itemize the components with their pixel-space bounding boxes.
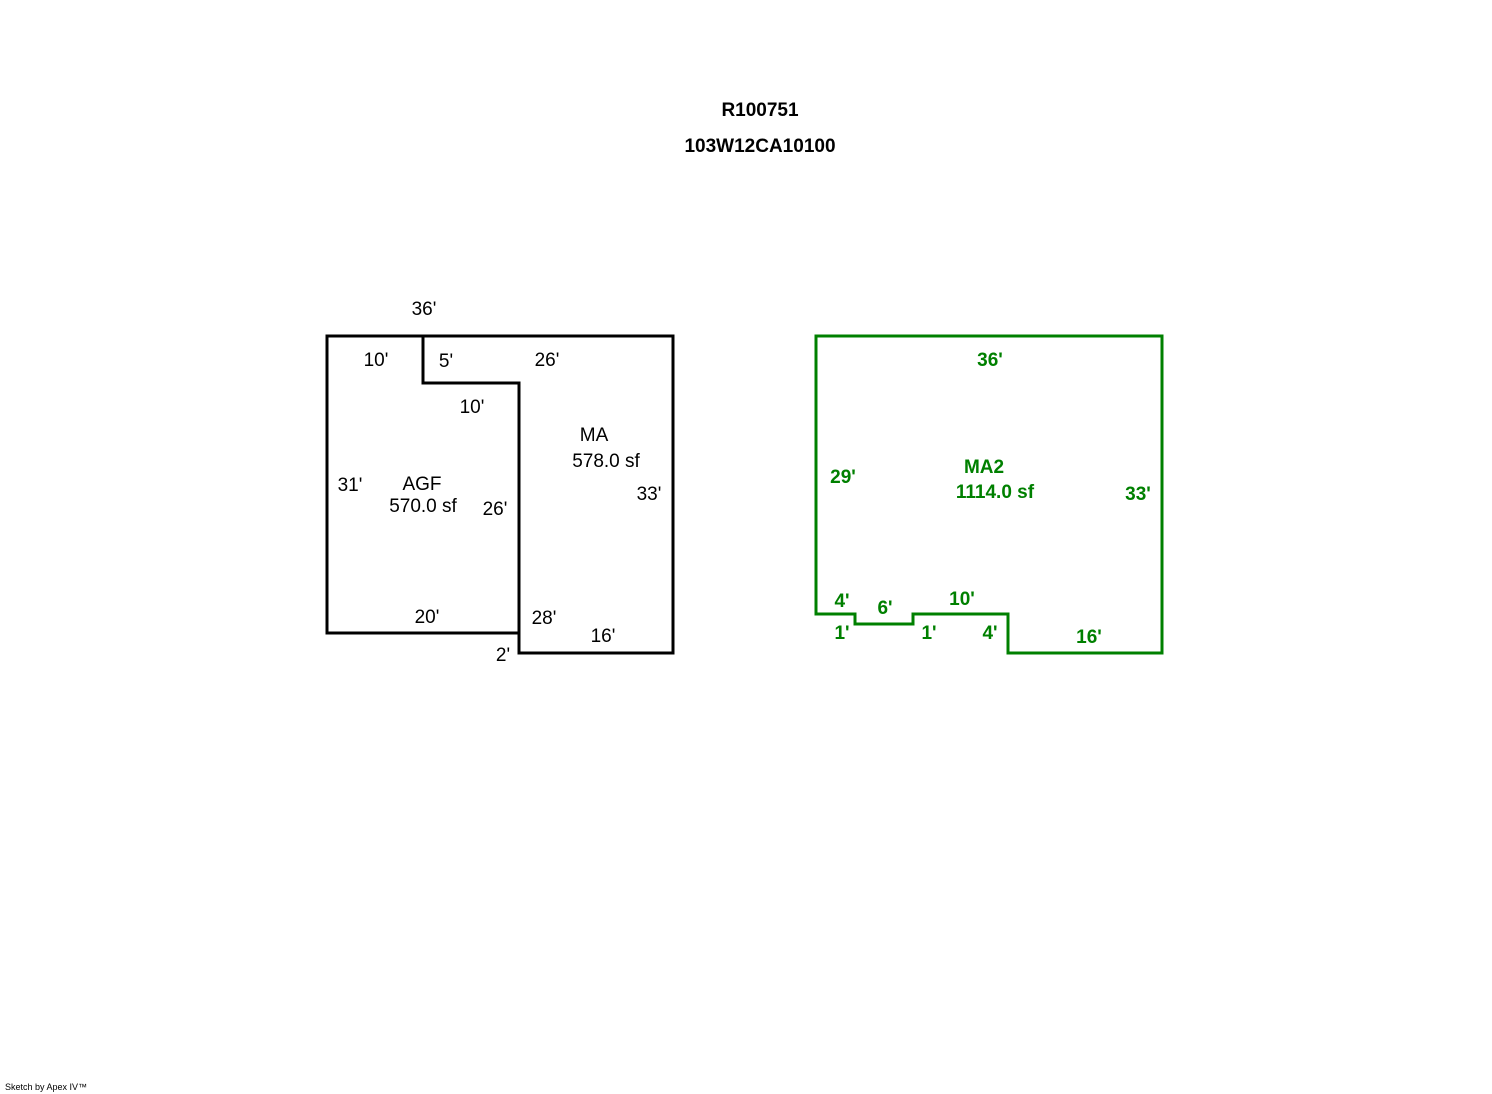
ma-area: 578.0 sf <box>572 451 640 472</box>
dim-ma2-top: 36' <box>977 350 1003 371</box>
map-tax-lot: 103W12CA10100 <box>684 136 836 157</box>
dim-agf-left: 31' <box>338 475 363 496</box>
ma-code: MA <box>580 425 609 446</box>
dim-ma2-seg-4b: 4' <box>982 623 997 644</box>
dim-agf-bottom: 20' <box>415 607 440 628</box>
dim-ma2-right: 33' <box>1125 484 1151 505</box>
software-credit: Sketch by Apex IV™ <box>5 1082 88 1092</box>
dim-notch-side: 5' <box>439 351 453 372</box>
agf-area: 570.0 sf <box>389 496 457 517</box>
ma2-code: MA2 <box>964 457 1004 478</box>
dim-ma2-seg-10: 10' <box>949 589 975 610</box>
ma2-area: 1114.0 sf <box>956 482 1035 503</box>
dim-ma-bottom: 16' <box>591 626 616 647</box>
dim-ma2-left: 29' <box>830 467 856 488</box>
dim-ma-top: 26' <box>535 350 560 371</box>
dim-ma-right: 33' <box>637 484 662 505</box>
dim-ma2-seg-16: 16' <box>1076 627 1102 648</box>
ma-outline <box>421 334 675 655</box>
dim-ma-left-lower: 28' <box>532 608 557 629</box>
dim-top-overall: 36' <box>412 299 437 320</box>
agf-code: AGF <box>402 474 441 495</box>
dim-step: 2' <box>496 645 510 666</box>
account-number: R100751 <box>721 100 799 121</box>
dim-ma2-seg-4a: 4' <box>834 591 849 612</box>
dim-agf-top: 10' <box>364 350 389 371</box>
left-sketch-labels: 36' 10' 5' 26' 10' MA 578.0 sf 31' AGF 5… <box>338 299 662 666</box>
dim-ma2-seg-1b: 1' <box>921 623 936 644</box>
ma2-outline <box>814 334 1164 655</box>
dim-notch-bottom: 10' <box>460 397 485 418</box>
dim-ma2-seg-6: 6' <box>877 598 892 619</box>
left-sketch <box>325 334 675 655</box>
dim-shared-wall: 26' <box>483 499 508 520</box>
dim-ma2-seg-1a: 1' <box>834 623 849 644</box>
right-sketch-labels: 36' MA2 1114.0 sf 29' 33' 4' 6' 10' 1' 1… <box>830 350 1151 648</box>
